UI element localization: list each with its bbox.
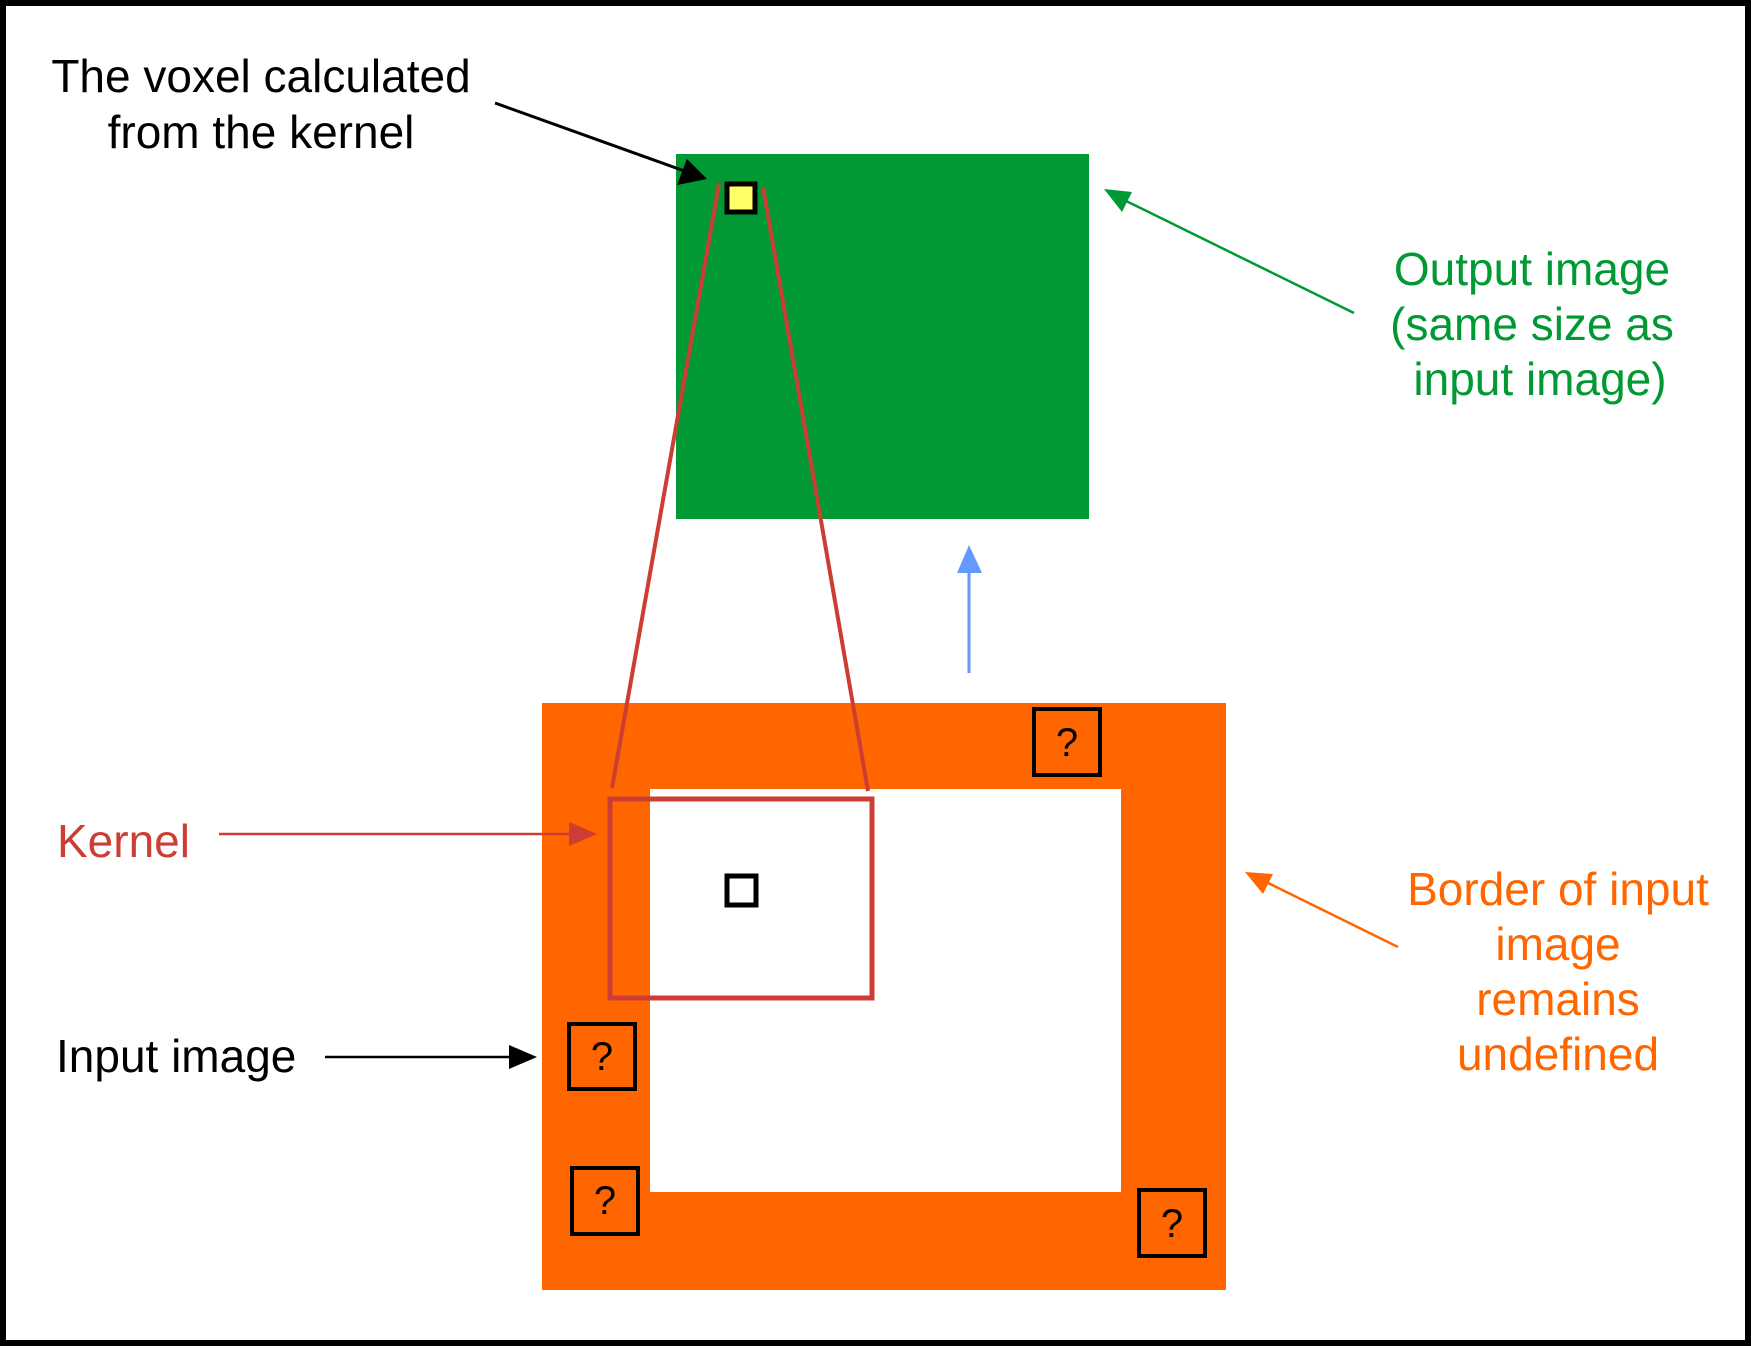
- arrowhead-icon: [1245, 872, 1273, 894]
- voxel-annotation: The voxel calculated from the kernel: [51, 50, 707, 185]
- output-label-line-1: Output image: [1394, 243, 1670, 295]
- arrowhead-icon: [677, 159, 707, 185]
- border-label-line-2: image: [1495, 918, 1620, 970]
- kernel-rect: [607, 796, 875, 1001]
- input-image-interior: [650, 789, 1121, 1192]
- arrowhead-icon: [509, 1045, 537, 1069]
- border-label-line-1: Border of input: [1407, 863, 1709, 915]
- projection-line-left: [610, 183, 721, 789]
- output-label-line-3: input image): [1413, 353, 1666, 405]
- voxel-pointer-arrow: [494, 101, 691, 175]
- undefined-box-top-right: ?: [1032, 707, 1102, 777]
- border-label-line-4: undefined: [1457, 1028, 1659, 1080]
- question-mark-icon: ?: [591, 1035, 613, 1079]
- output-image-rect: [676, 154, 1089, 519]
- border-pointer-arrow: [1259, 877, 1399, 949]
- question-mark-icon: ?: [1161, 1202, 1183, 1246]
- kernel-center-voxel: [724, 873, 759, 908]
- kernel-annotation: Kernel: [57, 815, 597, 867]
- arrow-up-icon: [957, 545, 982, 673]
- output-pointer-arrow: [1117, 195, 1355, 315]
- kernel-label: Kernel: [57, 815, 190, 867]
- undefined-box-left-upper: ?: [567, 1022, 637, 1091]
- voxel-label-line-1: The voxel calculated: [51, 50, 470, 102]
- border-annotation: Border of input image remains undefined: [1245, 863, 1709, 1080]
- computed-voxel: [724, 181, 758, 215]
- question-mark-icon: ?: [594, 1179, 616, 1223]
- arrowhead-icon: [569, 822, 597, 846]
- undefined-box-left-lower: ?: [570, 1166, 640, 1236]
- output-image-annotation: Output image (same size as input image): [1104, 189, 1674, 405]
- voxel-label-line-2: from the kernel: [108, 106, 415, 158]
- input-image-label: Input image: [56, 1030, 296, 1082]
- undefined-box-bottom-right: ?: [1137, 1188, 1207, 1258]
- projection-line-right: [761, 186, 870, 792]
- output-label-line-2: (same size as: [1390, 298, 1674, 350]
- input-image-annotation: Input image: [56, 1030, 537, 1082]
- border-label-line-3: remains: [1476, 973, 1640, 1025]
- arrowhead-icon: [1104, 189, 1132, 212]
- question-mark-icon: ?: [1056, 721, 1078, 765]
